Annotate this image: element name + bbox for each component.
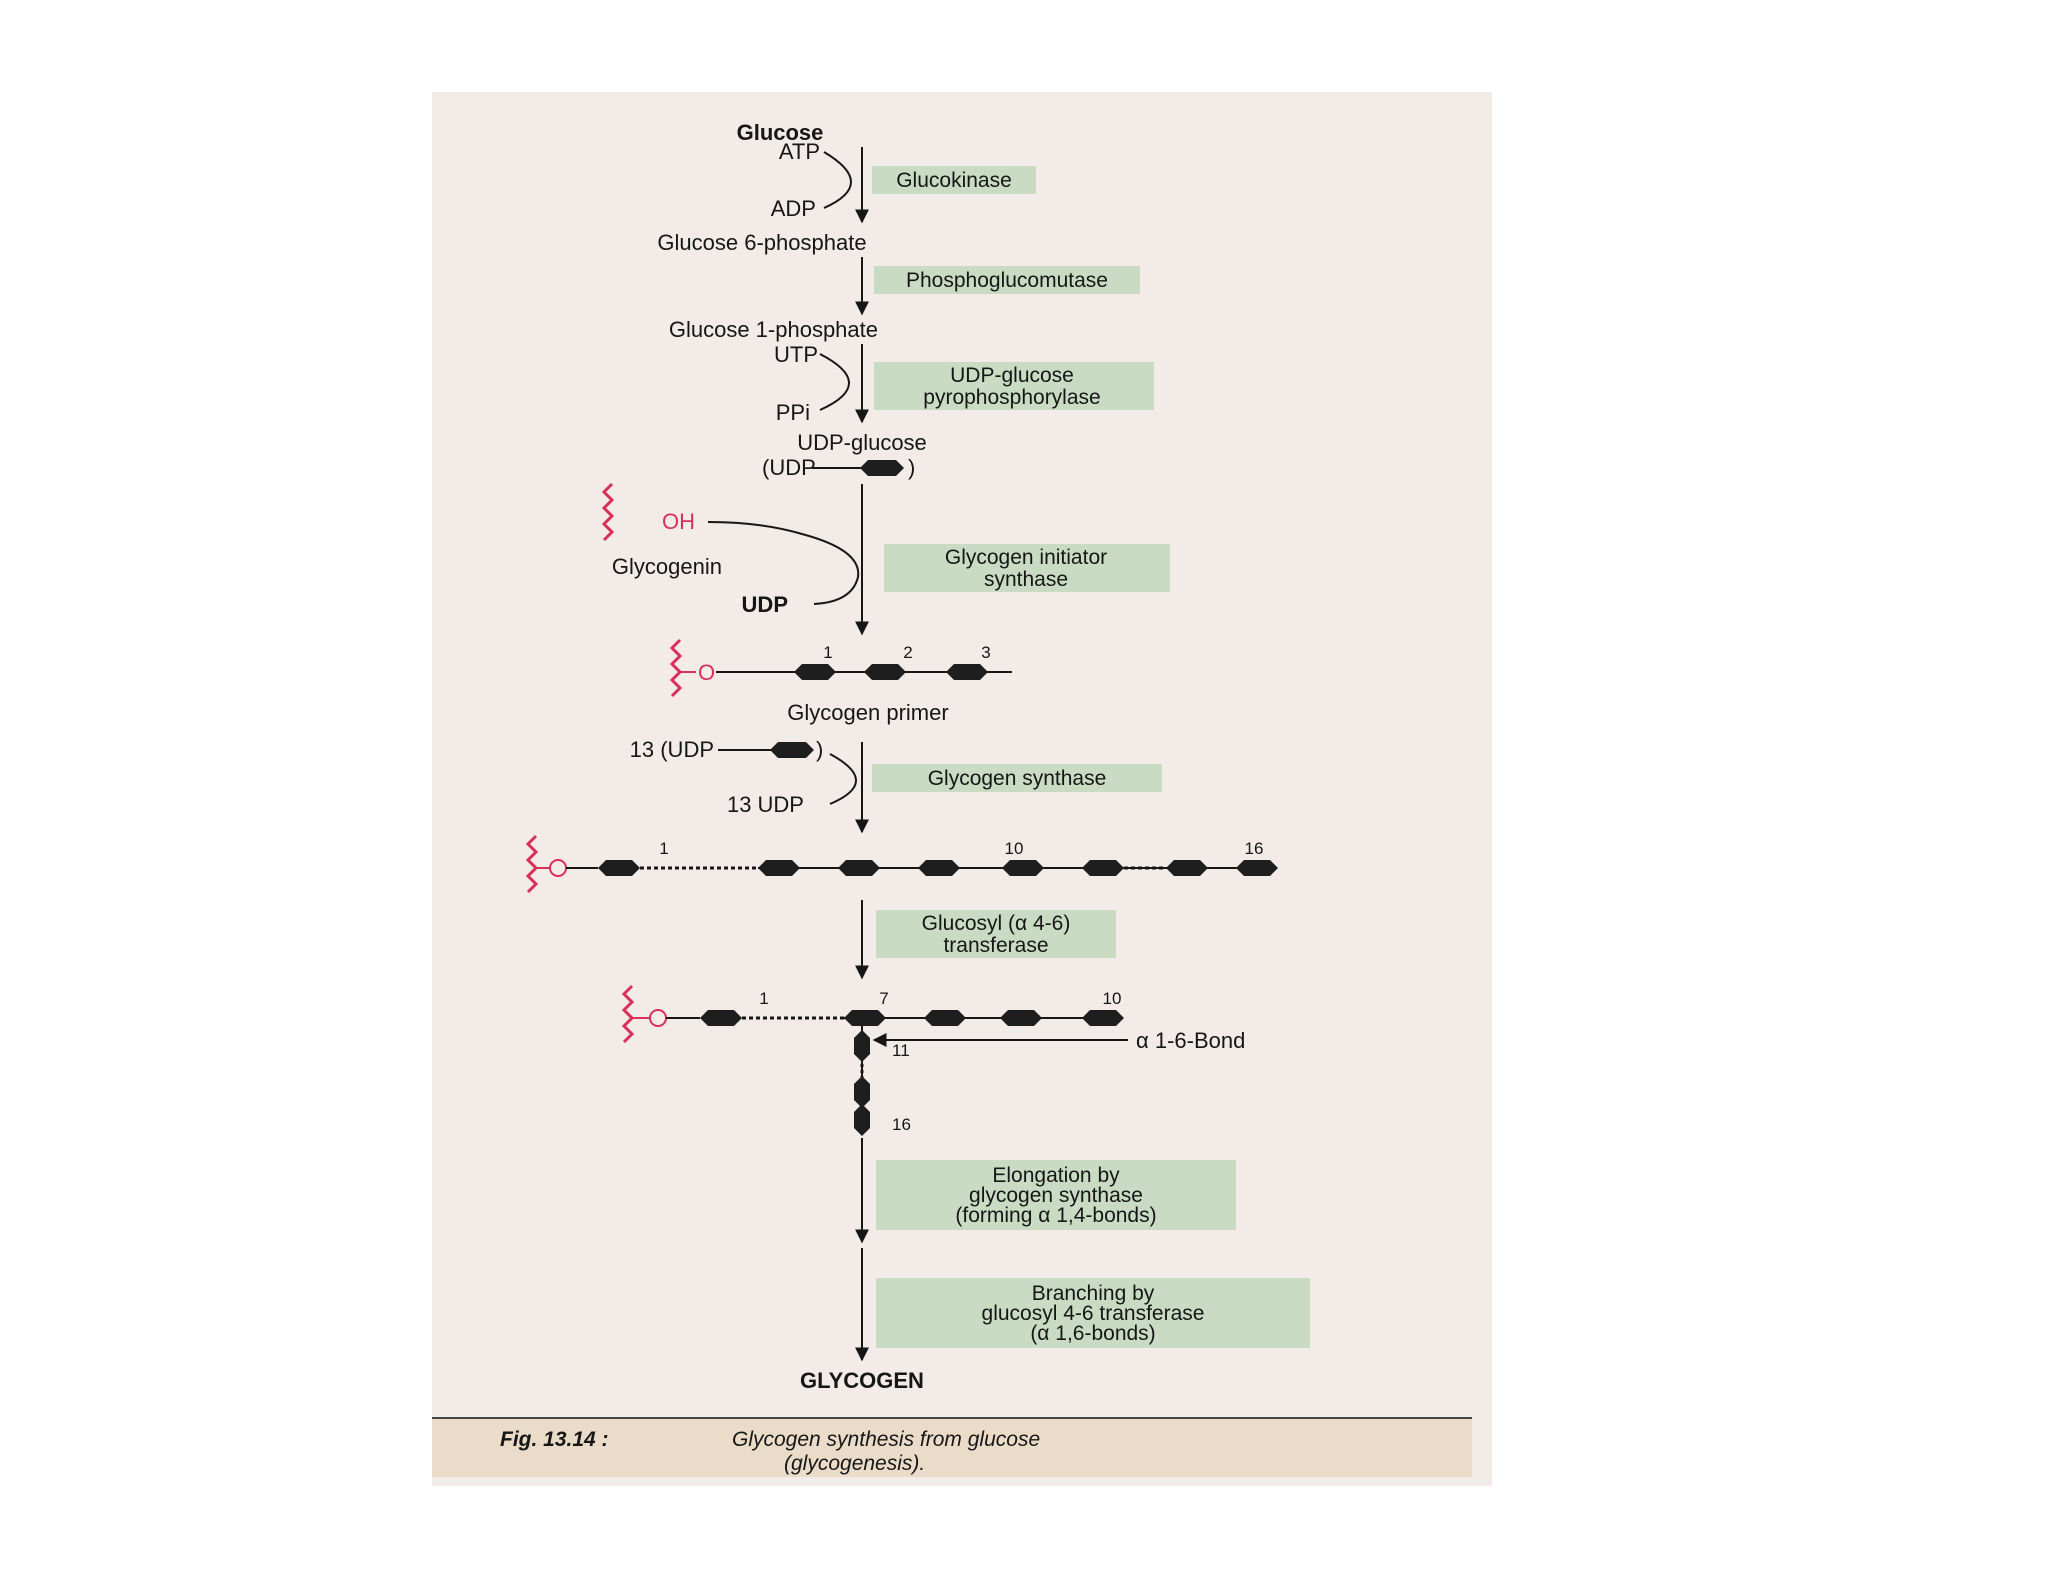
primer-num-2: 2: [903, 643, 912, 662]
caption-label: Fig. 13.14 :: [500, 1428, 609, 1451]
enzyme-glycogen-synthase: Glycogen synthase: [928, 767, 1107, 790]
enzyme-transferase-line1: Glucosyl (α 4-6): [922, 912, 1071, 935]
branched-num-7: 7: [879, 989, 888, 1008]
caption-text-line2: (glycogenesis).: [784, 1452, 925, 1475]
caption-text-line1: Glycogen synthesis from glucose: [732, 1428, 1040, 1451]
elongated-num-1: 1: [659, 839, 668, 858]
glucose-unit: [770, 742, 814, 758]
udp-paren-open: (UDP: [762, 455, 816, 480]
glucose-unit: [700, 1010, 742, 1026]
enzyme-branching-line3: (α 1,6-bonds): [1030, 1322, 1155, 1345]
udp-label: UDP: [742, 592, 788, 617]
branched-num-10: 10: [1103, 989, 1122, 1008]
glucose-unit: [1166, 860, 1208, 876]
glucose-unit: [924, 1010, 966, 1026]
glucose-unit: [946, 664, 988, 680]
enzyme-branching-line1: Branching by: [1032, 1282, 1155, 1305]
glucose-unit: [864, 664, 906, 680]
primer-num-3: 3: [981, 643, 990, 662]
branched-num-1: 1: [759, 989, 768, 1008]
enzyme-initiator-line2: synthase: [984, 568, 1068, 591]
elongated-num-16: 16: [1245, 839, 1264, 858]
glucose-unit: [758, 860, 800, 876]
enzyme-udpg-line1: UDP-glucose: [950, 364, 1074, 387]
primer-num-1: 1: [823, 643, 832, 662]
glucose-unit: [1082, 860, 1124, 876]
glucose-unit: [1236, 860, 1278, 876]
enzyme-box-branching: [876, 1278, 1310, 1348]
glucose-unit: [918, 860, 960, 876]
elongated-num-10: 10: [1005, 839, 1024, 858]
utp-label: UTP: [774, 342, 818, 367]
primer-zigzag: [669, 638, 683, 698]
udp-glucose-label: UDP-glucose: [797, 430, 927, 455]
udp13-open-label: 13 (UDP: [630, 737, 714, 762]
glucose-unit: [1000, 1010, 1042, 1026]
enzyme-initiator-line1: Glycogen initiator: [945, 546, 1107, 569]
glucose-unit: [854, 1030, 870, 1062]
glucose-label: Glucose: [737, 120, 824, 145]
enzyme-elongation-line1: Elongation by: [992, 1164, 1120, 1187]
enzyme-box-initiator-synthase: [884, 544, 1170, 592]
curve-udp13: [829, 753, 857, 805]
glucose-unit: [1082, 1010, 1124, 1026]
udp13-close-label: ): [816, 737, 823, 762]
enzyme-box-udpg-pyrophosphorylase: [874, 362, 1154, 410]
branched-o: [649, 1009, 667, 1027]
enzyme-branching-line2: glucosyl 4-6 transferase: [982, 1302, 1205, 1325]
curve-atp-adp: [823, 151, 852, 209]
figure: Glucose ATP ADP Glucokinase Glucose 6-ph…: [432, 92, 1492, 1486]
enzyme-box-glycogen-synthase: [872, 764, 1162, 792]
enzyme-udpg-line2: pyrophosphorylase: [923, 386, 1100, 409]
enzyme-phosphoglucomutase: Phosphoglucomutase: [906, 269, 1108, 292]
glucose-unit: [838, 860, 880, 876]
elongated-zigzag: [525, 834, 539, 894]
glucose-unit: [1002, 860, 1044, 876]
g6p-label: Glucose 6-phosphate: [657, 230, 866, 255]
glycogen-label: GLYCOGEN: [800, 1368, 924, 1393]
glucose-unit: [794, 664, 836, 680]
udp-paren-close: ): [908, 455, 915, 480]
enzyme-glucokinase: Glucokinase: [896, 169, 1012, 192]
primer-o-label: O: [698, 660, 715, 685]
glucose-unit: [844, 1010, 886, 1026]
glycogenin-label: Glycogenin: [612, 554, 722, 579]
glycogenin-zigzag: [601, 482, 615, 542]
enzyme-box-elongation: [876, 1160, 1236, 1230]
enzyme-box-phosphoglucomutase: [874, 266, 1140, 294]
side-num-16: 16: [892, 1115, 911, 1134]
enzyme-box-glucosyl-transferase: [876, 910, 1116, 958]
branched-zigzag: [621, 984, 635, 1044]
glucose-unit: [854, 1104, 870, 1136]
g1p-label: Glucose 1-phosphate: [669, 317, 878, 342]
oh-label: OH: [662, 509, 695, 534]
caption-band: [432, 1417, 1472, 1477]
adp-label: ADP: [771, 196, 816, 221]
curve-utp-ppi: [819, 353, 850, 411]
ppi-label: PPi: [776, 400, 810, 425]
atp-label: ATP: [779, 139, 820, 164]
udp13-label: 13 UDP: [727, 792, 804, 817]
enzyme-box-glucokinase: [872, 166, 1036, 194]
glycogenesis-diagram: Glucose ATP ADP Glucokinase Glucose 6-ph…: [500, 120, 1310, 1475]
bond-label: α 1-6-Bond: [1136, 1028, 1245, 1053]
elongated-o: [549, 859, 567, 877]
side-num-11: 11: [892, 1041, 910, 1060]
glycogen-primer-label: Glycogen primer: [787, 700, 948, 725]
glucose-unit: [598, 860, 640, 876]
enzyme-elongation-line3: (forming α 1,4-bonds): [955, 1204, 1156, 1227]
curve-glycogenin: [707, 521, 860, 605]
glucose-unit: [854, 1076, 870, 1108]
glucose-unit: [860, 460, 904, 476]
enzyme-transferase-line2: transferase: [943, 934, 1048, 957]
enzyme-elongation-line2: glycogen synthase: [969, 1184, 1143, 1207]
